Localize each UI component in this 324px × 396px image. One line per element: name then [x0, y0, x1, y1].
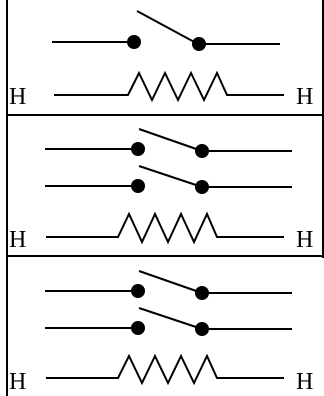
- switch-blade: [138, 307, 203, 330]
- switch-contact-right: [195, 322, 209, 336]
- switch-1: [45, 128, 292, 158]
- heater-label-left: H: [9, 84, 26, 110]
- switch-contact-right: [192, 37, 206, 51]
- heater-label-right: H: [296, 84, 313, 110]
- panel-borders: [6, 0, 324, 396]
- switch-blade: [138, 270, 203, 294]
- switch-2: [45, 165, 292, 194]
- heater-resistor: [54, 70, 284, 103]
- switch-contact-left: [131, 142, 145, 156]
- switch-blade: [138, 128, 203, 152]
- heater-label-right: H: [296, 227, 313, 253]
- switch-contact-left: [131, 321, 145, 335]
- switch-2: [45, 307, 292, 336]
- switch-contact-right: [195, 180, 209, 194]
- switch-1: [45, 270, 292, 300]
- panel-1: [52, 10, 284, 103]
- switch-1: [52, 10, 280, 51]
- switch-contact-right: [195, 286, 209, 300]
- heater-label-left: H: [9, 227, 26, 253]
- heater-resistor: [46, 353, 284, 386]
- heater-label-right: H: [296, 369, 313, 395]
- switch-contact-left: [131, 179, 145, 193]
- switch-contact-left: [131, 284, 145, 298]
- switch-blade: [136, 10, 199, 45]
- switch-contact-left: [127, 35, 141, 49]
- switch-blade: [138, 165, 203, 188]
- heater-resistor: [46, 211, 284, 245]
- heater-label-left: H: [9, 369, 26, 395]
- switch-contact-right: [195, 144, 209, 158]
- panel-3: [45, 270, 292, 386]
- panel-2: [45, 128, 292, 245]
